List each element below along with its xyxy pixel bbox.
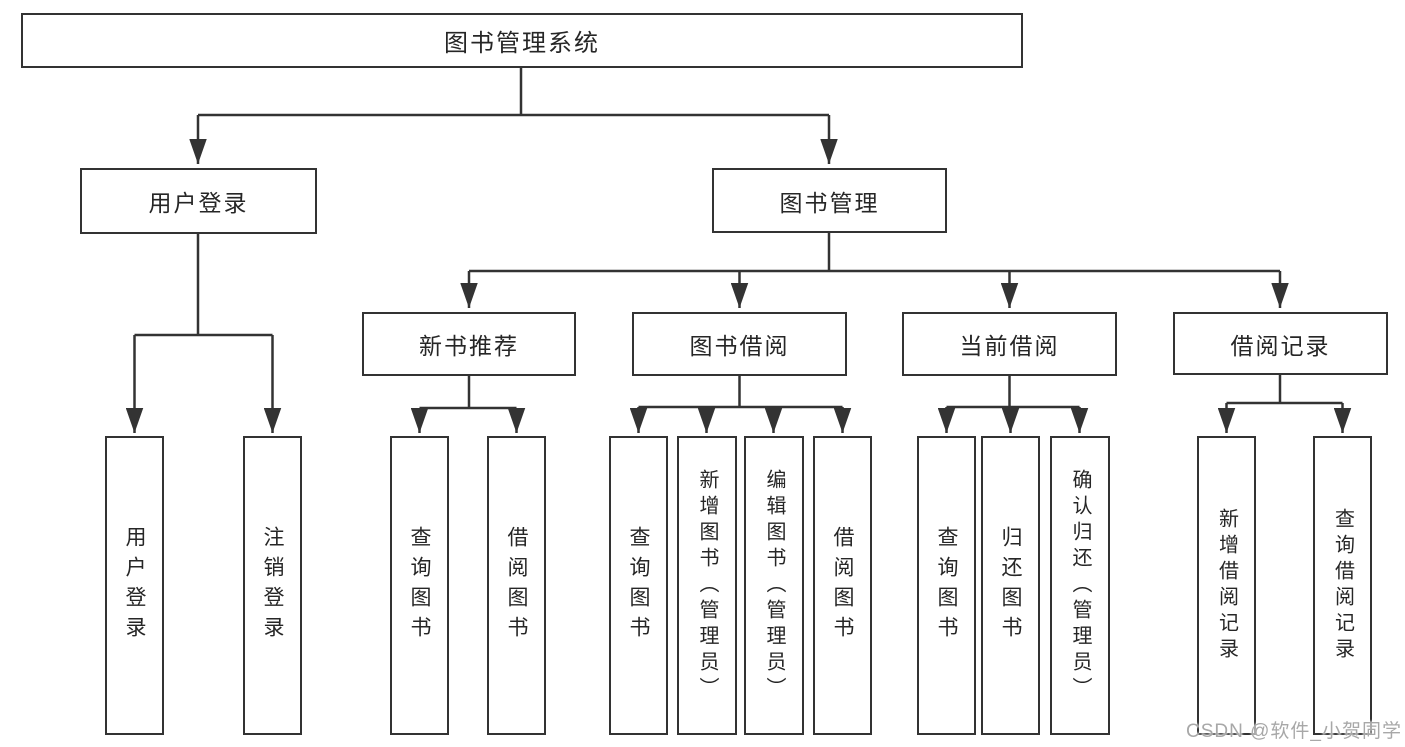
node-borrow-records: 借阅记录 [1173, 312, 1388, 375]
node-root-library-system: 图书管理系统 [21, 13, 1023, 68]
node-user-login-branch: 用户登录 [80, 168, 317, 234]
leaf-query-books-current: 查询图书 [917, 436, 976, 735]
leaf-add-books-admin: 新增图书（管理员） [677, 436, 737, 735]
leaf-edit-books-admin: 编辑图书（管理员） [744, 436, 804, 735]
watermark: CSDN @软件_小贺同学 [1186, 721, 1402, 742]
node-book-borrow: 图书借阅 [632, 312, 847, 376]
connector-user-login-trunk [134, 234, 273, 337]
connector-current-borrow-trunk [946, 376, 1080, 409]
connector-new-book-trunk [419, 376, 517, 410]
leaf-logout: 注销登录 [243, 436, 302, 735]
leaf-query-books-borrow: 查询图书 [609, 436, 668, 735]
connector-borrow-records-trunk [1226, 375, 1343, 405]
connector-book-borrow-trunk [638, 376, 843, 409]
leaf-borrow-books: 借阅图书 [813, 436, 872, 735]
node-current-borrow: 当前借阅 [902, 312, 1117, 376]
leaf-return-books: 归还图书 [981, 436, 1040, 735]
leaf-query-borrow-record: 查询借阅记录 [1313, 436, 1372, 735]
connector-root-trunk [198, 68, 829, 117]
node-new-book-recommend: 新书推荐 [362, 312, 576, 376]
leaf-user-login: 用户登录 [105, 436, 164, 735]
connector-book-management-trunk [469, 233, 1280, 273]
leaf-add-borrow-record: 新增借阅记录 [1197, 436, 1256, 735]
leaf-query-books-recommend: 查询图书 [390, 436, 449, 735]
node-book-management-branch: 图书管理 [712, 168, 947, 233]
leaf-borrow-books-recommend: 借阅图书 [487, 436, 546, 735]
leaf-confirm-return-admin: 确认归还（管理员） [1050, 436, 1110, 735]
